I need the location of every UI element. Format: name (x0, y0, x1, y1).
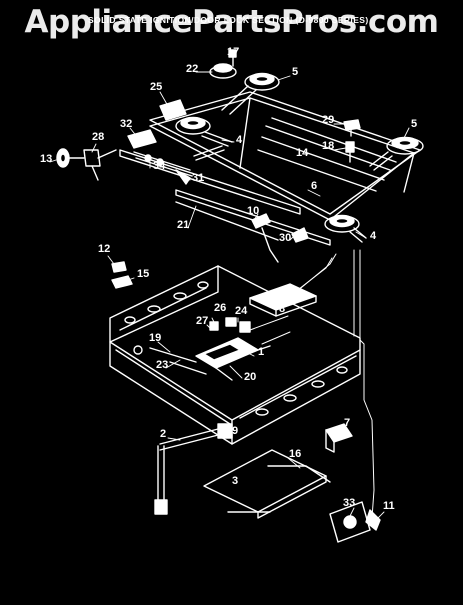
callout-23: 23 (156, 359, 168, 371)
callout-20: 20 (244, 371, 256, 383)
callout-29: 29 (322, 114, 334, 126)
callout-8: 8 (279, 303, 285, 315)
callout-10: 10 (247, 205, 259, 217)
callout-32: 32 (120, 118, 132, 130)
callout-13: 13 (40, 153, 52, 165)
bracket-7 (325, 423, 353, 453)
watermark: AppliancePartsPros.com (24, 4, 439, 40)
callout-26: 26 (214, 302, 226, 314)
callout-3: 3 (232, 475, 238, 487)
callout-6: 6 (311, 180, 317, 192)
callout-33: 33 (343, 497, 355, 509)
callout-21: 21 (177, 219, 189, 231)
callout-11: 11 (383, 500, 395, 512)
door-lock-assembly (149, 317, 271, 381)
diagram-caption: SOLID STATE IGNITION/DOOR LOCK SECTION (… (88, 15, 369, 25)
igniter-18 (345, 141, 355, 163)
callout-28: 28 (92, 131, 104, 143)
callout-30: 30 (279, 232, 291, 244)
callout-9: 9 (232, 425, 238, 437)
callout-34: 34 (153, 160, 166, 172)
clip-29 (343, 119, 361, 137)
lock-rod-2 (154, 423, 233, 515)
electrode-10 (251, 213, 279, 263)
callout-15: 15 (137, 268, 149, 280)
callout-24: 24 (235, 305, 248, 317)
callout-4: 4 (236, 134, 243, 146)
ignition-module-8 (249, 283, 317, 317)
manifold-frame (119, 91, 421, 246)
callout-17: 17 (227, 46, 239, 58)
callout-12: 12 (98, 243, 110, 255)
burner-5-right (369, 136, 424, 171)
electrode-30 (291, 227, 309, 243)
callout-22: 22 (186, 63, 198, 75)
clip-12 (111, 261, 127, 273)
burner-4-left (175, 116, 233, 147)
control-knob (56, 148, 117, 181)
callout-7: 7 (344, 417, 350, 429)
callout-4: 4 (370, 230, 377, 242)
wiring (249, 249, 375, 519)
callout-2: 2 (160, 428, 166, 440)
callout-19: 19 (149, 332, 161, 344)
callout-5: 5 (411, 118, 417, 130)
callout-14: 14 (296, 147, 309, 159)
burner-4-lower (324, 214, 367, 243)
callout-27: 27 (196, 315, 208, 327)
callout-31: 31 (192, 172, 204, 184)
callout-1: 1 (258, 346, 264, 358)
burner-5-top (221, 72, 280, 115)
callout-5: 5 (292, 66, 298, 78)
plate-3 (203, 449, 331, 519)
callout-18: 18 (322, 140, 334, 152)
leader-lines (49, 51, 410, 521)
switch-33 (329, 501, 381, 543)
bracket-15 (111, 275, 133, 289)
callout-16: 16 (289, 448, 301, 460)
valve-assembly-left (127, 99, 225, 185)
callout-25: 25 (150, 81, 162, 93)
